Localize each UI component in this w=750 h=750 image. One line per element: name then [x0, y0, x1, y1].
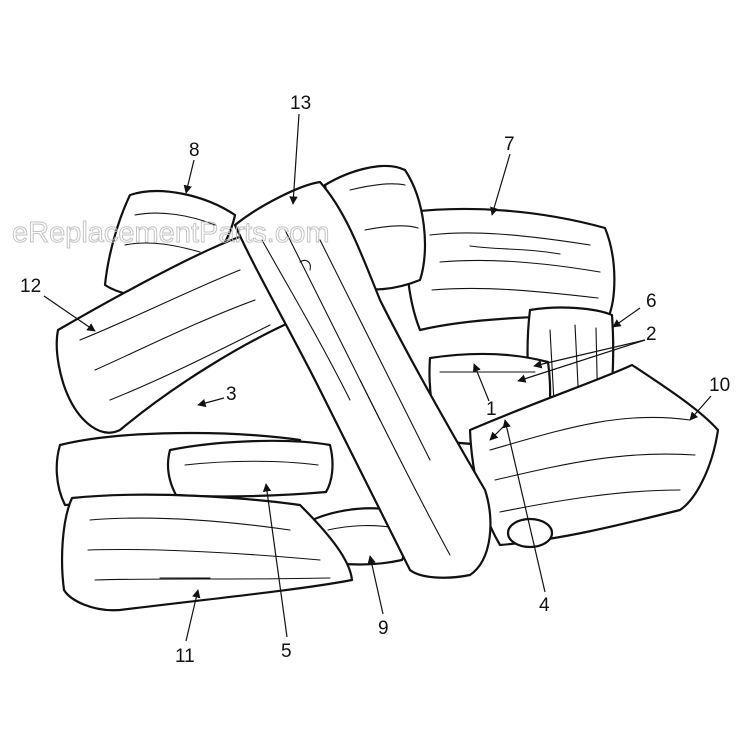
leader-10 [689, 395, 712, 421]
leader-13 [289, 113, 300, 205]
leader-2a [533, 339, 646, 369]
callout-8: 8 [189, 140, 200, 161]
callout-10: 10 [709, 375, 730, 396]
leader-2b [517, 339, 646, 383]
log-11 [60, 493, 354, 612]
leader-8 [183, 159, 195, 194]
leader-7 [490, 153, 511, 216]
callout-13: 13 [290, 93, 311, 114]
leader-4 [502, 419, 546, 593]
leader-11 [185, 589, 201, 642]
callout-9: 9 [378, 618, 389, 639]
log-12 [55, 233, 297, 434]
callout-4: 4 [539, 595, 550, 616]
leader-1b [489, 424, 506, 441]
leader-5 [262, 483, 288, 638]
callout-6: 6 [646, 291, 657, 312]
callout-11: 11 [175, 646, 195, 667]
callout-1: 1 [486, 399, 497, 420]
leader-3 [197, 397, 225, 408]
leader-lines [43, 113, 712, 642]
callout-3: 3 [226, 384, 237, 405]
callout-7: 7 [504, 134, 515, 155]
watermark-text: eReplacementParts.com [12, 217, 330, 249]
log-5 [166, 439, 334, 498]
callout-2: 2 [646, 324, 657, 345]
log-10 [468, 363, 720, 549]
callout-12: 12 [20, 276, 41, 297]
callout-labels: 13 8 7 12 6 2 10 3 1 4 9 5 11 [20, 93, 730, 667]
leader-6 [612, 307, 641, 328]
callout-5: 5 [281, 641, 292, 662]
leader-1a [472, 363, 490, 402]
log-13 [233, 180, 492, 579]
leader-9 [367, 555, 384, 615]
leader-12 [43, 295, 96, 332]
